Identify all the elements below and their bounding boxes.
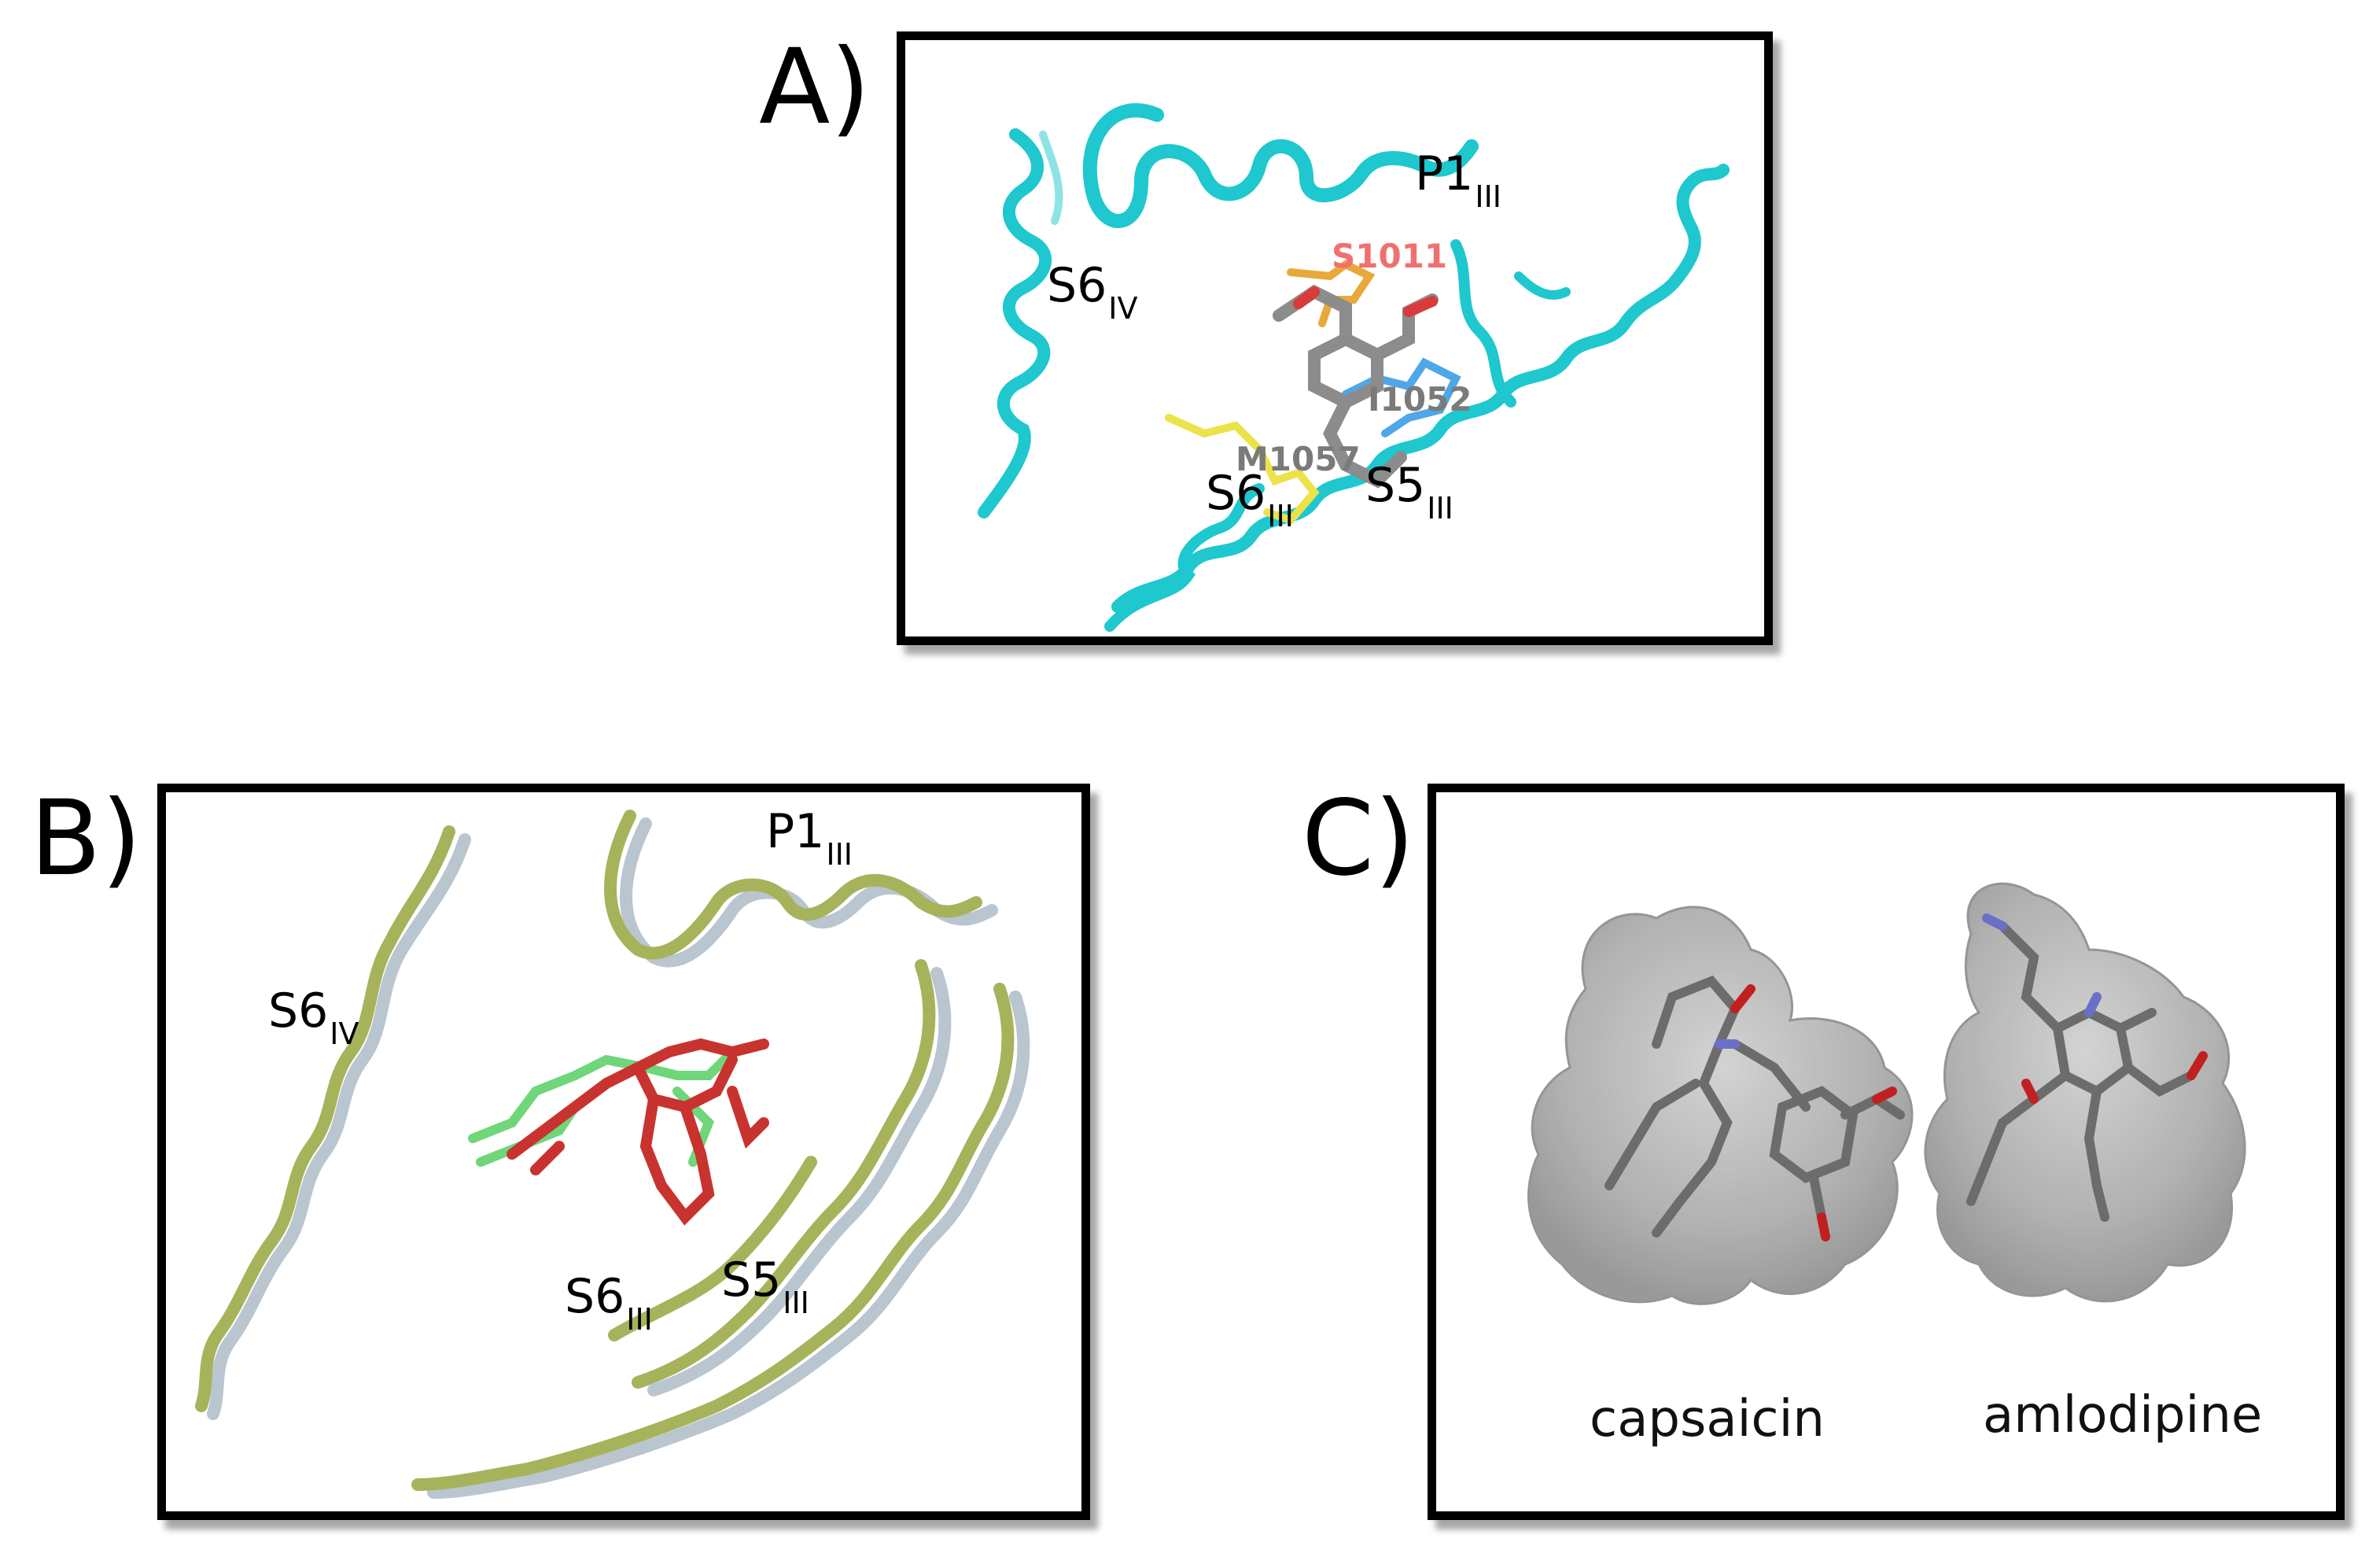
panel-c: capsaicin amlodipine [1428, 784, 2345, 1520]
residue-m1057 [1165, 414, 1320, 525]
label-a-p1-iii: P1III [1415, 146, 1501, 214]
panel-c-structures [1527, 882, 2246, 1305]
molecule-label-amlodipine: amlodipine [1983, 1386, 2263, 1444]
helix-p1-iii [1082, 103, 1479, 228]
residue-label-m1057: M1057 [1236, 440, 1361, 478]
label-a-s6-iv: S6IV [1047, 258, 1138, 326]
helix-s5-iii [1111, 164, 1730, 613]
amlodipine-surface [1924, 882, 2246, 1303]
label-b-s6-iv: S6IV [268, 983, 359, 1051]
panel-a-structure [978, 103, 1730, 632]
label-b-s5-iii: S5III [721, 1253, 809, 1320]
panel-b-letter: B) [30, 778, 142, 899]
panel-a: S6IV P1III S6III S5III S1011 I1052 M1057 [897, 31, 1773, 645]
helix-s6-iii [1104, 483, 1265, 632]
panel-b: P1III S6IV S6III S5III [157, 784, 1090, 1520]
ligand-red [507, 1038, 769, 1226]
molecule-label-capsaicin: capsaicin [1590, 1390, 1825, 1448]
label-a-s6-iii: S6III [1206, 466, 1294, 533]
panel-c-letter: C) [1302, 778, 1415, 899]
ribbon-green [195, 810, 1015, 1491]
panel-a-letter: A) [759, 27, 871, 148]
residue-label-s1011: S1011 [1332, 237, 1448, 275]
residue-label-i1052: I1052 [1368, 380, 1472, 419]
panel-b-structure [195, 810, 1030, 1499]
label-a-s5-iii: S5III [1365, 458, 1453, 526]
label-b-p1-iii: P1III [766, 804, 853, 872]
capsaicin-sticks [1604, 975, 1905, 1238]
helix-s6-iv [978, 128, 1052, 518]
label-b-s6-iii: S6III [565, 1269, 653, 1337]
